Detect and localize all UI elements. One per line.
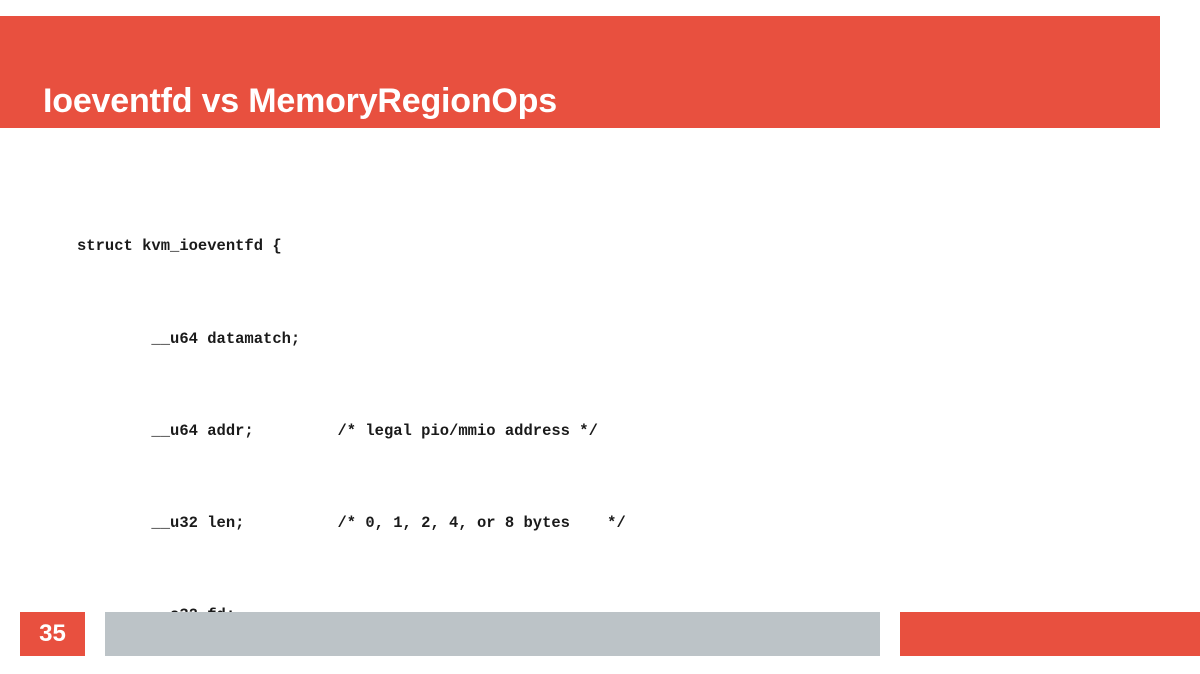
code-line: __u64 datamatch; xyxy=(77,329,301,348)
code-line: struct kvm_ioeventfd { xyxy=(77,237,282,256)
page-title: Ioeventfd vs MemoryRegionOps xyxy=(43,82,557,120)
page-number-badge: 35 xyxy=(20,612,85,656)
page-number: 35 xyxy=(39,620,66,647)
slide-body: struct kvm_ioeventfd { __u64 datamatch; … xyxy=(77,170,1137,674)
code-line: __u32 len; /* 0, 1, 2, 4, or 8 bytes */ xyxy=(77,513,626,532)
footer-bar-gray xyxy=(105,612,880,656)
code-line: __u64 addr; /* legal pio/mmio address */ xyxy=(77,421,598,440)
footer-bar-red xyxy=(900,612,1200,656)
code-block: struct kvm_ioeventfd { __u64 datamatch; … xyxy=(77,170,1137,674)
title-bar: Ioeventfd vs MemoryRegionOps xyxy=(0,16,1160,128)
